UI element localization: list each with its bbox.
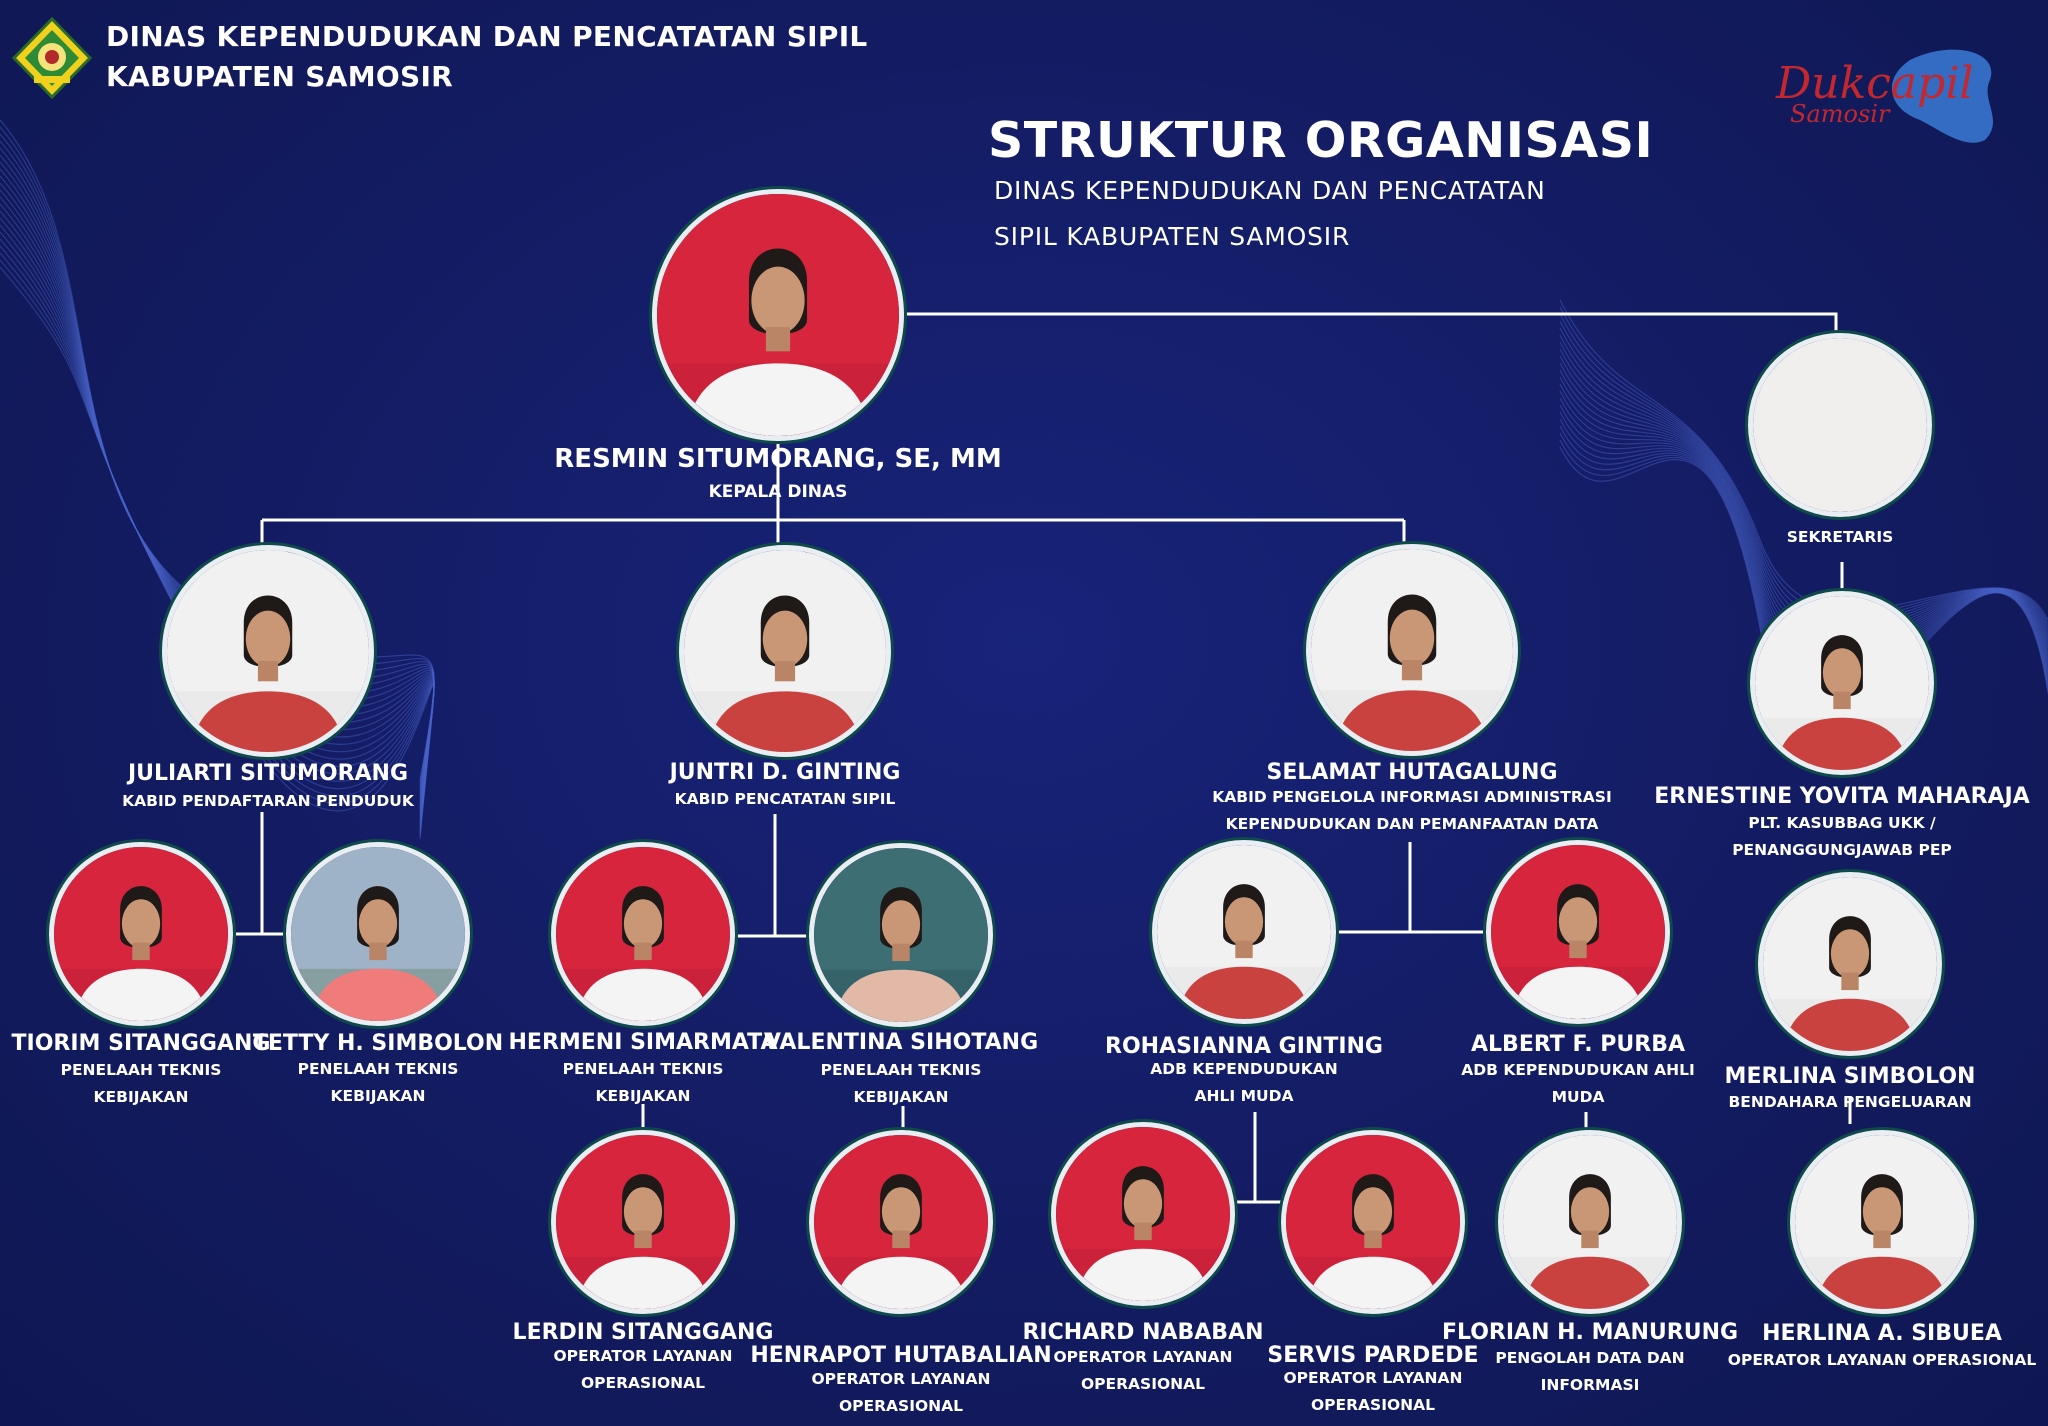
person-role: AHLI MUDA: [1194, 1087, 1294, 1105]
person-role: OPERATOR LAYANAN: [1053, 1348, 1233, 1366]
person-name: MERLINA SIMBOLON: [1724, 1064, 1976, 1089]
person-name: FLORIAN H. MANURUNG: [1441, 1320, 1739, 1345]
person-name: RICHARD NABABAN: [1022, 1320, 1264, 1345]
person-role: ADB KEPENDUDUKAN: [1150, 1060, 1338, 1078]
person-name: TIORIM SITANGGANG: [11, 1031, 271, 1056]
svg-text:Dukcapil: Dukcapil: [1775, 58, 1973, 109]
profile-photo: [1498, 1130, 1682, 1314]
profile-photo: [49, 842, 233, 1026]
person-role: KEBIJAKAN: [853, 1088, 949, 1106]
person-role: KABID PENDAFTARAN PENDUDUK: [122, 792, 414, 810]
subtitle-line1: DINAS KEPENDUDUKAN DAN PENCATATAN: [994, 176, 1546, 205]
person-name: ERNESTINE YOVITA MAHARAJA: [1654, 784, 2030, 809]
profile-photo: [1051, 1122, 1235, 1306]
profile-photo: [652, 189, 904, 441]
person-name: JUNTRI D. GINTING: [669, 760, 901, 785]
profile-photo: [1758, 872, 1942, 1056]
person-role: INFORMASI: [1540, 1376, 1640, 1394]
person-role: OPERATOR LAYANAN: [553, 1347, 733, 1365]
person-role: PENELAAH TEKNIS: [60, 1061, 222, 1079]
person-role: OPERASIONAL: [838, 1397, 964, 1415]
person-name: RESMIN SITUMORANG, SE, MM: [554, 444, 1002, 474]
person-name: VALENTINA SIHOTANG: [763, 1030, 1039, 1055]
profile-photo: [1281, 1130, 1465, 1314]
person-role: KABID PENCATATAN SIPIL: [674, 790, 896, 808]
person-role: OPERATOR LAYANAN: [811, 1370, 991, 1388]
person-role: KEBIJAKAN: [93, 1088, 189, 1106]
subtitle-line2: SIPIL KABUPATEN SAMOSIR: [994, 222, 1351, 251]
person-role: KEPALA DINAS: [708, 482, 848, 502]
profile-photo: [551, 1130, 735, 1314]
person-name: ROHASIANNA GINTING: [1105, 1034, 1383, 1059]
profile-photo: [1152, 840, 1336, 1024]
person-role: OPERATOR LAYANAN: [1283, 1369, 1463, 1387]
agency-name-line2: KABUPATEN SAMOSIR: [106, 60, 454, 93]
person-name: LERDIN SITANGGANG: [512, 1320, 774, 1345]
person-role: PENELAAH TEKNIS: [820, 1061, 982, 1079]
person-role: ADB KEPENDUDUKAN AHLI: [1461, 1061, 1695, 1079]
profile-photo: [1750, 591, 1934, 775]
person-role: PLT. KASUBBAG UKK /: [1748, 814, 1936, 832]
person-role: KEPENDUDUKAN DAN PEMANFAATAN DATA: [1225, 815, 1599, 833]
person-role: OPERASIONAL: [580, 1374, 706, 1392]
person-role: BENDAHARA PENGELUARAN: [1728, 1093, 1972, 1111]
svg-text:Samosir: Samosir: [1790, 100, 1891, 128]
person-name: HERMENI SIMARMATA: [508, 1030, 778, 1055]
person-role: MUDA: [1551, 1088, 1605, 1106]
person-role: PENGOLAH DATA DAN: [1495, 1349, 1685, 1367]
profile-photo: [551, 842, 735, 1026]
agency-name-line1: DINAS KEPENDUDUKAN DAN PENCATATAN SIPIL: [106, 20, 868, 53]
person-name: SELAMAT HUTAGALUNG: [1266, 760, 1558, 785]
person-role: PENELAAH TEKNIS: [562, 1060, 724, 1078]
profile-photo: [1748, 333, 1932, 517]
person-role: KEBIJAKAN: [330, 1087, 426, 1105]
person-name: HENRAPOT HUTABALIAN: [750, 1343, 1052, 1368]
profile-photo: [1306, 544, 1518, 756]
person-role: PENELAAH TEKNIS: [297, 1060, 459, 1078]
profile-photo: [809, 1130, 993, 1314]
profile-photo: [809, 843, 993, 1027]
profile-photo: [162, 545, 374, 757]
person-name: JULIARTI SITUMORANG: [127, 761, 409, 786]
samosir-emblem-icon: [11, 16, 93, 100]
profile-photo: [286, 842, 470, 1026]
person-role: KEBIJAKAN: [595, 1087, 691, 1105]
person-name: TETTY H. SIMBOLON: [252, 1031, 504, 1056]
person-name: HERLINA A. SIBUEA: [1762, 1321, 2002, 1346]
person-role: OPERATOR LAYANAN OPERASIONAL: [1727, 1351, 2037, 1369]
person-role: PENANGGUNGJAWAB PEP: [1732, 841, 1952, 859]
person-role: OPERASIONAL: [1310, 1396, 1436, 1414]
profile-photo: [1790, 1130, 1974, 1314]
person-role: OPERASIONAL: [1080, 1375, 1206, 1393]
person-name: SERVIS PARDEDE: [1267, 1343, 1479, 1368]
profile-photo: [679, 545, 891, 757]
dukcapil-samosir-logo-icon: Dukcapil Samosir: [1775, 49, 1994, 143]
person-role: KABID PENGELOLA INFORMASI ADMINISTRASI: [1212, 788, 1612, 806]
page-title: STRUKTUR ORGANISASI: [988, 112, 1654, 169]
person-name: ALBERT F. PURBA: [1471, 1032, 1685, 1057]
profile-photo: [1486, 840, 1670, 1024]
person-role: SEKRETARIS: [1786, 528, 1894, 546]
